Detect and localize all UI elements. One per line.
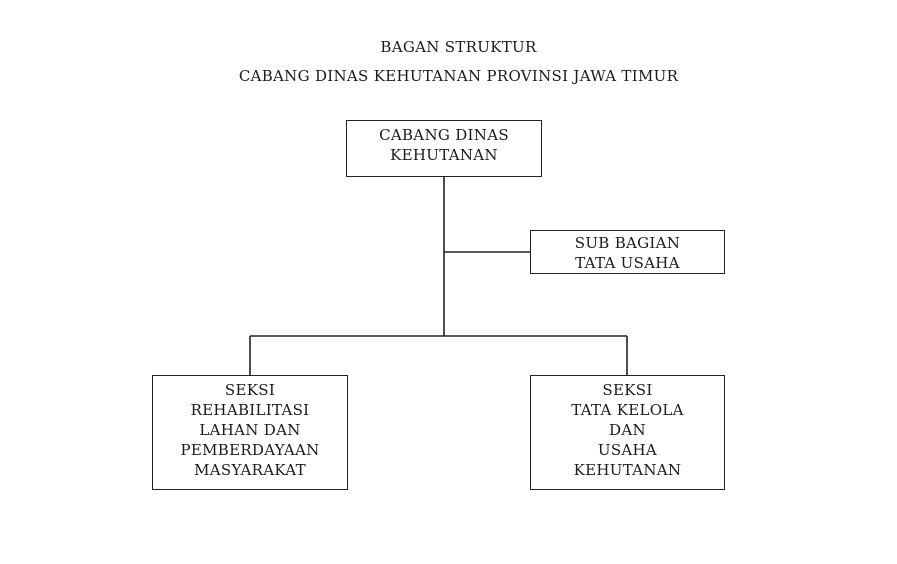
node-label-line: USAHA bbox=[597, 441, 658, 459]
node-label-line: SEKSI bbox=[224, 381, 276, 399]
node-label-line: REHABILITASI bbox=[190, 401, 310, 419]
node-label-line: TATA USAHA bbox=[575, 254, 680, 272]
node-label-line: CABANG DINAS bbox=[379, 126, 509, 144]
node-label-line: DAN bbox=[609, 421, 646, 439]
node-label-line: MASYARAKAT bbox=[194, 461, 306, 479]
node-seksi-rehabilitasi-lahan: SEKSI REHABILITASI LAHAN DAN PEMBERDAYAA… bbox=[152, 375, 348, 490]
diagram-subtitle: CABANG DINAS KEHUTANAN PROVINSI JAWA TIM… bbox=[238, 67, 679, 85]
diagram-title: BAGAN STRUKTUR bbox=[380, 38, 537, 56]
node-label-line: SEKSI bbox=[602, 381, 653, 399]
node-label-line: LAHAN DAN bbox=[199, 421, 301, 439]
node-label-line: TATA KELOLA bbox=[571, 401, 684, 419]
node-label-line: SUB BAGIAN bbox=[574, 234, 681, 252]
node-sub-bagian-tata-usaha: SUB BAGIAN TATA USAHA bbox=[530, 230, 725, 274]
node-seksi-tata-kelola-usaha: SEKSI TATA KELOLA DAN USAHA KEHUTANAN bbox=[530, 375, 725, 490]
node-label-line: PEMBERDAYAAN bbox=[180, 441, 320, 459]
node-label-line: KEHUTANAN bbox=[390, 146, 498, 164]
node-cabang-dinas-kehutanan: CABANG DINAS KEHUTANAN bbox=[346, 120, 542, 177]
node-label-line: KEHUTANAN bbox=[573, 461, 682, 479]
